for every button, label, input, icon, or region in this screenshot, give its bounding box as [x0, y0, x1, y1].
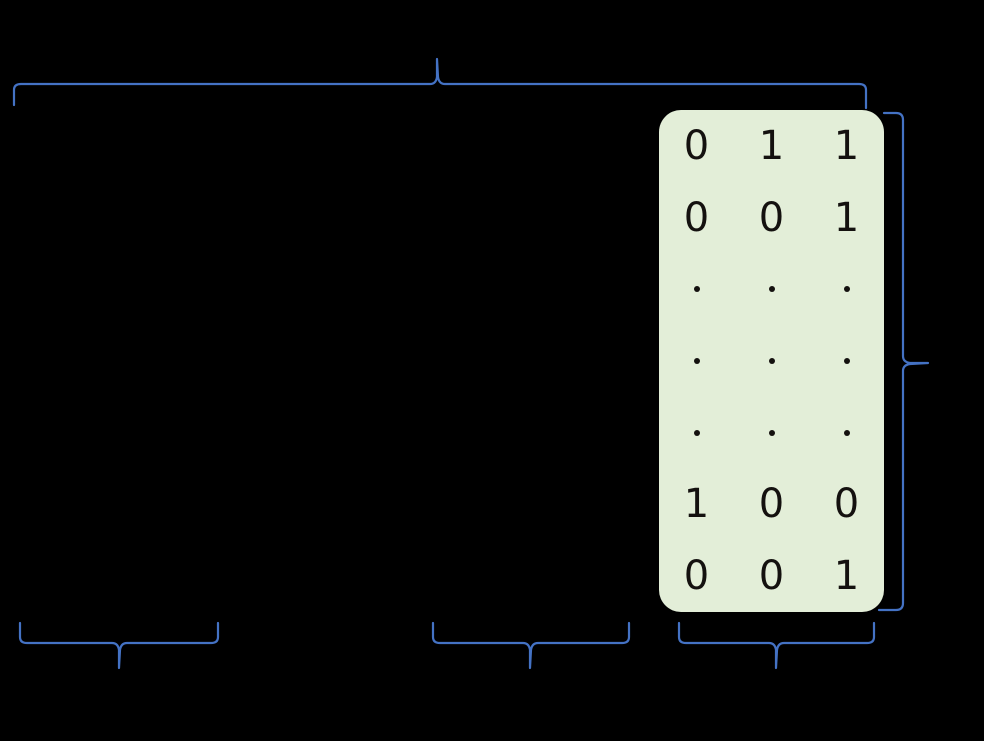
matrix-ellipsis-cell: [734, 397, 809, 469]
matrix-ellipsis-cell: [659, 253, 734, 325]
matrix-ellipsis-cell: [734, 253, 809, 325]
bottom-brace-1: [18, 621, 220, 670]
matrix-cell: 0: [758, 481, 785, 528]
matrix-ellipsis-cell: [734, 325, 809, 397]
binary-matrix-panel: 0 1 1 0 0 1 1 0 0 0 0 1: [659, 110, 884, 612]
matrix-cell: 1: [833, 553, 860, 600]
matrix-cell: 0: [758, 553, 785, 600]
matrix-cell: 0: [683, 553, 710, 600]
matrix-cell: 0: [683, 194, 710, 241]
bottom-brace-2: [431, 621, 631, 670]
matrix-cell: 1: [683, 481, 710, 528]
matrix-ellipsis-cell: [809, 253, 884, 325]
matrix-ellipsis-cell: [659, 397, 734, 469]
matrix-ellipsis-cell: [809, 325, 884, 397]
matrix-cell: 0: [833, 481, 860, 528]
bottom-brace-3: [677, 621, 876, 670]
matrix-cell: 0: [758, 194, 785, 241]
matrix-ellipsis-cell: [809, 397, 884, 469]
binary-matrix-grid: 0 1 1 0 0 1 1 0 0 0 0 1: [659, 110, 884, 612]
matrix-cell: 1: [758, 122, 785, 169]
matrix-ellipsis-cell: [659, 325, 734, 397]
top-brace: [12, 57, 868, 110]
matrix-cell: 0: [683, 122, 710, 169]
matrix-cell: 1: [833, 122, 860, 169]
matrix-cell: 1: [833, 194, 860, 241]
right-brace: [877, 111, 930, 612]
